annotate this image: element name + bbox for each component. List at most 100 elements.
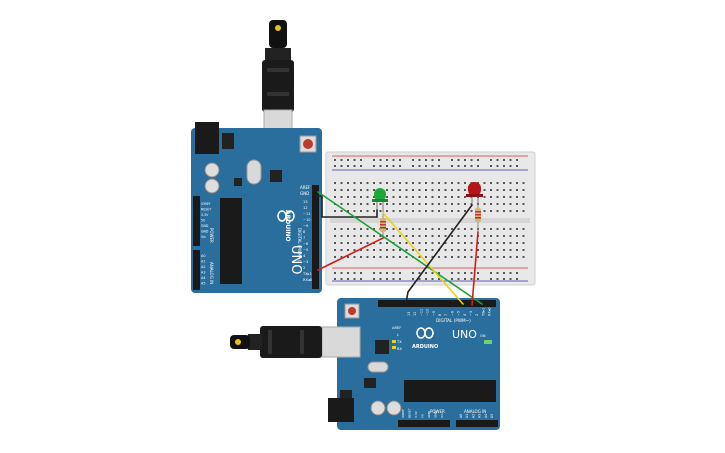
breadboard-hole[interactable] (496, 249, 499, 251)
breadboard-hole[interactable] (496, 235, 499, 237)
breadboard-hole[interactable] (366, 210, 369, 212)
breadboard-hole[interactable] (503, 189, 505, 191)
rail-hole[interactable] (386, 165, 388, 167)
led-green[interactable] (372, 188, 388, 216)
rail-hole[interactable] (490, 159, 492, 161)
rail-hole[interactable] (373, 159, 375, 161)
breadboard-hole[interactable] (386, 182, 388, 184)
breadboard-hole[interactable] (451, 182, 453, 184)
breadboard-hole[interactable] (444, 210, 447, 212)
breadboard-hole[interactable] (431, 242, 434, 244)
wire-green-top-to-bottom[interactable] (317, 191, 483, 305)
breadboard-hole[interactable] (431, 203, 434, 205)
breadboard-hole[interactable] (444, 203, 447, 205)
breadboard-hole[interactable] (451, 249, 453, 251)
breadboard-hole[interactable] (347, 228, 349, 230)
rail-hole[interactable] (451, 165, 453, 167)
breadboard-hole[interactable] (516, 203, 518, 205)
breadboard-hole[interactable] (509, 210, 512, 212)
breadboard-hole[interactable] (477, 249, 479, 251)
breadboard-hole[interactable] (496, 203, 499, 205)
rail-hole[interactable] (353, 159, 356, 161)
breadboard-hole[interactable] (340, 182, 343, 184)
rail-hole[interactable] (457, 165, 460, 167)
rail-hole[interactable] (334, 272, 336, 274)
breadboard-hole[interactable] (386, 249, 388, 251)
rail-hole[interactable] (347, 278, 349, 280)
breadboard-hole[interactable] (347, 242, 349, 244)
breadboard-hole[interactable] (438, 256, 440, 258)
breadboard-hole[interactable] (418, 249, 421, 251)
breadboard-hole[interactable] (347, 235, 349, 237)
breadboard-hole[interactable] (483, 235, 486, 237)
breadboard-hole[interactable] (425, 256, 427, 258)
breadboard-hole[interactable] (425, 189, 427, 191)
breadboard-hole[interactable] (516, 182, 518, 184)
rail-hole[interactable] (509, 272, 512, 274)
rail-hole[interactable] (340, 165, 343, 167)
breadboard-hole[interactable] (366, 228, 369, 230)
breadboard-hole[interactable] (353, 210, 356, 212)
rail-hole[interactable] (392, 278, 395, 280)
rail-hole[interactable] (464, 272, 466, 274)
breadboard-hole[interactable] (425, 182, 427, 184)
breadboard-hole[interactable] (464, 235, 466, 237)
rail-hole[interactable] (399, 278, 401, 280)
breadboard-hole[interactable] (444, 189, 447, 191)
breadboard-hole[interactable] (444, 242, 447, 244)
breadboard-hole[interactable] (522, 249, 525, 251)
breadboard-hole[interactable] (496, 196, 499, 198)
rail-hole[interactable] (399, 272, 401, 274)
rail-hole[interactable] (425, 272, 427, 274)
breadboard-hole[interactable] (490, 242, 492, 244)
breadboard-hole[interactable] (425, 242, 427, 244)
rail-hole[interactable] (431, 278, 434, 280)
rail-hole[interactable] (431, 272, 434, 274)
breadboard-hole[interactable] (496, 210, 499, 212)
breadboard-hole[interactable] (490, 256, 492, 258)
breadboard-hole[interactable] (483, 249, 486, 251)
breadboard-hole[interactable] (425, 228, 427, 230)
rail-hole[interactable] (340, 159, 343, 161)
breadboard-hole[interactable] (392, 249, 395, 251)
breadboard-hole[interactable] (438, 235, 440, 237)
breadboard-hole[interactable] (457, 203, 460, 205)
breadboard-hole[interactable] (470, 210, 473, 212)
breadboard-hole[interactable] (509, 242, 512, 244)
breadboard-hole[interactable] (360, 189, 362, 191)
rail-hole[interactable] (470, 159, 473, 161)
rail-hole[interactable] (379, 159, 382, 161)
breadboard-hole[interactable] (457, 235, 460, 237)
breadboard-hole[interactable] (353, 189, 356, 191)
breadboard-hole[interactable] (353, 235, 356, 237)
breadboard-hole[interactable] (334, 189, 336, 191)
breadboard-hole[interactable] (379, 203, 382, 205)
resistor-red[interactable] (475, 204, 481, 232)
usb-cable-bottom[interactable] (230, 326, 322, 358)
rail-hole[interactable] (425, 165, 427, 167)
breadboard-hole[interactable] (347, 196, 349, 198)
breadboard-hole[interactable] (451, 203, 453, 205)
breadboard-hole[interactable] (464, 196, 466, 198)
breadboard-hole[interactable] (477, 256, 479, 258)
breadboard-hole[interactable] (483, 256, 486, 258)
breadboard-hole[interactable] (340, 196, 343, 198)
breadboard-hole[interactable] (490, 228, 492, 230)
breadboard-hole[interactable] (522, 228, 525, 230)
breadboard-hole[interactable] (451, 196, 453, 198)
breadboard-hole[interactable] (522, 256, 525, 258)
breadboard-hole[interactable] (425, 210, 427, 212)
breadboard-hole[interactable] (366, 189, 369, 191)
breadboard-hole[interactable] (425, 196, 427, 198)
breadboard-hole[interactable] (509, 235, 512, 237)
breadboard-hole[interactable] (457, 210, 460, 212)
breadboard-hole[interactable] (386, 228, 388, 230)
breadboard-hole[interactable] (379, 235, 382, 237)
rail-hole[interactable] (451, 278, 453, 280)
breadboard-hole[interactable] (496, 242, 499, 244)
rail-hole[interactable] (457, 159, 460, 161)
rail-hole[interactable] (477, 272, 479, 274)
rail-hole[interactable] (392, 272, 395, 274)
breadboard-hole[interactable] (366, 242, 369, 244)
breadboard-hole[interactable] (392, 210, 395, 212)
